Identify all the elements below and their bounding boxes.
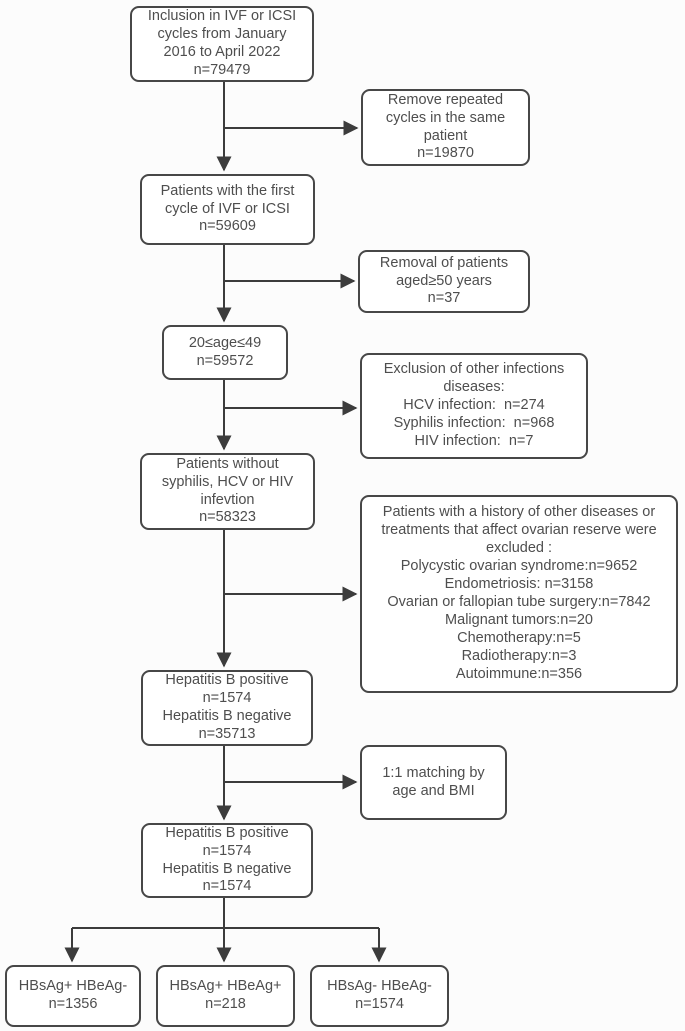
box-group-hbsag-neg-hbeag-neg: HBsAg- HBeAg- n=1574 [310,965,449,1027]
box-first-cycle-patients: Patients with the first cycle of IVF or … [140,174,315,245]
box-inclusion-cycles: Inclusion in IVF or ICSI cycles from Jan… [130,6,314,82]
box-patients-without-infection: Patients without syphilis, HCV or HIV in… [140,453,315,530]
box-group-hbsag-pos-hbeag-neg: HBsAg+ HBeAg- n=1356 [5,965,141,1027]
box-hepatitis-groups-matched: Hepatitis B positive n=1574 Hepatitis B … [141,823,313,898]
box-exclusion-other-infections: Exclusion of other infections diseases: … [360,353,588,459]
box-remove-repeated-cycles: Remove repeated cycles in the same patie… [361,89,530,166]
box-group-hbsag-pos-hbeag-pos: HBsAg+ HBeAg+ n=218 [156,965,295,1027]
box-removal-aged-50: Removal of patients aged≥50 years n=37 [358,250,530,313]
box-hepatitis-groups-initial: Hepatitis B positive n=1574 Hepatitis B … [141,670,313,746]
box-matching-age-bmi: 1:1 matching by age and BMI [360,745,507,820]
box-exclusion-history-diseases: Patients with a history of other disease… [360,495,678,693]
box-age-range: 20≤age≤49 n=59572 [162,325,288,380]
